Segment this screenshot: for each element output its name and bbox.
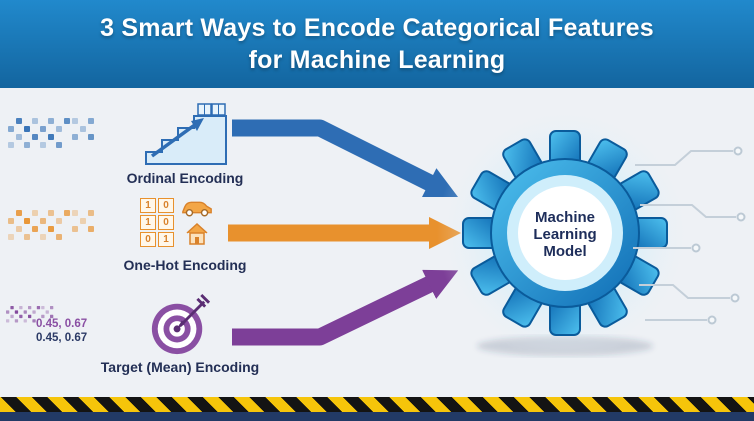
- title-line2: for Machine Learning: [248, 46, 506, 74]
- label-one-hot-encoding: One-Hot Encoding: [123, 257, 247, 273]
- circuit-traces: [633, 146, 746, 325]
- arrow-target: [232, 269, 459, 346]
- onehot-cell: 0: [158, 198, 174, 213]
- pixel-mosaic-target: [6, 306, 57, 325]
- pixel-mosaic-ordinal: [8, 118, 100, 152]
- hazard-stripe: [0, 397, 754, 412]
- binary-grid: 1 0 1 0 0 1: [140, 198, 174, 247]
- ordinal-stairs-icon: [142, 102, 230, 168]
- onehot-cell: 0: [158, 215, 174, 230]
- gear-label-line2: Learning: [533, 226, 596, 243]
- one-hot-grid-icon: 1 0 1 0 0 1: [140, 198, 214, 247]
- target-values: 0.45, 0.67 0.45, 0.67: [36, 317, 87, 345]
- label-ordinal-encoding: Ordinal Encoding: [126, 170, 244, 186]
- header: 3 Smart Ways to Encode Categorical Featu…: [0, 0, 754, 88]
- onehot-cell: 1: [158, 232, 174, 247]
- gear-label-line3: Model: [543, 243, 586, 260]
- title-line1: 3 Smart Ways to Encode Categorical Featu…: [100, 13, 654, 42]
- target-dart-icon: [148, 294, 210, 358]
- pixel-mosaic-onehot: [8, 210, 100, 244]
- gear-glow: [437, 105, 693, 361]
- target-value-2: 0.45, 0.67: [36, 332, 88, 344]
- onehot-cell: 1: [140, 198, 156, 213]
- house-icon: [186, 222, 208, 245]
- label-target-mean-encoding: Target (Mean) Encoding: [100, 359, 260, 375]
- target-value-1: 0.45, 0.67: [36, 318, 88, 330]
- onehot-cell: 0: [140, 232, 156, 247]
- gear-icon: Machine Learning Model: [437, 105, 693, 361]
- onehot-cell: 1: [140, 215, 156, 230]
- gear-shadow: [477, 336, 653, 356]
- page-title: 3 Smart Ways to Encode Categorical Featu…: [100, 12, 654, 77]
- footer-bar: [0, 412, 754, 421]
- gear-label-line1: Machine: [535, 209, 595, 226]
- car-icon: [182, 201, 212, 217]
